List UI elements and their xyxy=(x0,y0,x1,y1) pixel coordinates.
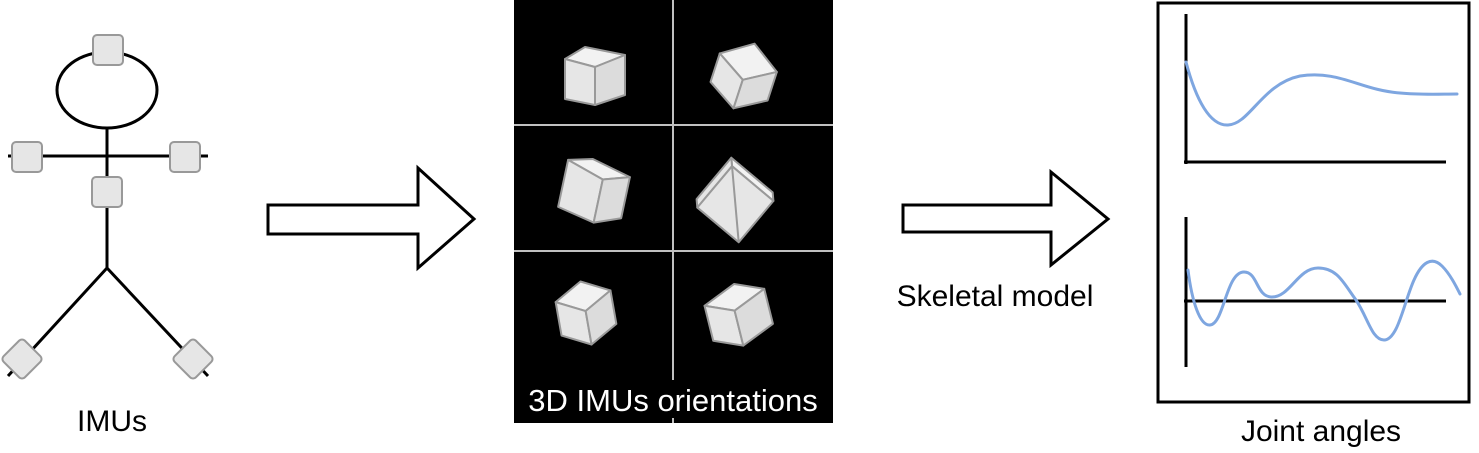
imu-sensor-icon xyxy=(172,338,214,380)
imu-sensor-icon xyxy=(91,176,123,208)
skeletal-model-label: Skeletal model xyxy=(897,280,1094,313)
imus-label: IMUs xyxy=(77,405,147,438)
joint-angles-label: Joint angles xyxy=(1241,415,1401,448)
imu-sensor-icon xyxy=(11,141,43,173)
plot-bottom-curve xyxy=(1186,259,1462,342)
cube-icon xyxy=(564,46,626,106)
cube-icon xyxy=(557,158,631,224)
cube-icon xyxy=(695,156,775,244)
right-arrow-icon xyxy=(266,164,477,272)
orientations-label: 3D IMUs orientations xyxy=(528,383,817,418)
imu-sensor-icon xyxy=(1,338,43,380)
imu-sensor-icon xyxy=(92,34,124,66)
plot-bottom xyxy=(1184,217,1462,367)
stick-figure xyxy=(6,50,210,378)
joint-angles-panel xyxy=(1156,1,1471,404)
imu-sensors xyxy=(1,34,214,380)
imu-sensor-icon xyxy=(169,141,201,173)
plot-frame xyxy=(1156,1,1471,404)
plot-top xyxy=(1184,14,1459,164)
plot-top-curve xyxy=(1184,60,1459,127)
cube-icon xyxy=(554,280,618,346)
cube-icon xyxy=(703,282,774,347)
cube-icon xyxy=(709,42,778,110)
orientations-panel: 3D IMUs orientations xyxy=(514,0,833,423)
right-arrow-icon xyxy=(901,168,1111,269)
